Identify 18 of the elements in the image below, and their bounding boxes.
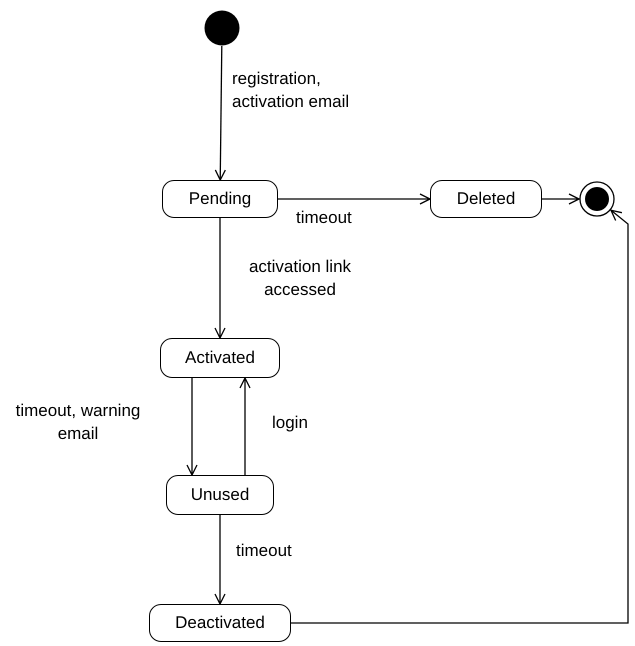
arrow: [214, 515, 226, 605]
state-name: Deactivated: [175, 613, 265, 633]
state-name: Activated: [185, 348, 255, 368]
state-box: [149, 604, 291, 642]
arrow: [239, 377, 251, 475]
state-box: [430, 180, 542, 218]
arrow: [542, 193, 580, 205]
arrow: [278, 193, 431, 205]
state-name: Pending: [188, 189, 252, 209]
state-name: Deleted: [456, 189, 516, 209]
arrow: [214, 46, 226, 181]
arrow: [291, 210, 629, 624]
state-box: [166, 475, 274, 515]
arrow: [214, 218, 226, 339]
arrow: [186, 378, 198, 476]
state-name: Unused: [190, 485, 250, 505]
state-box: [160, 338, 280, 378]
state-box: [162, 180, 278, 218]
